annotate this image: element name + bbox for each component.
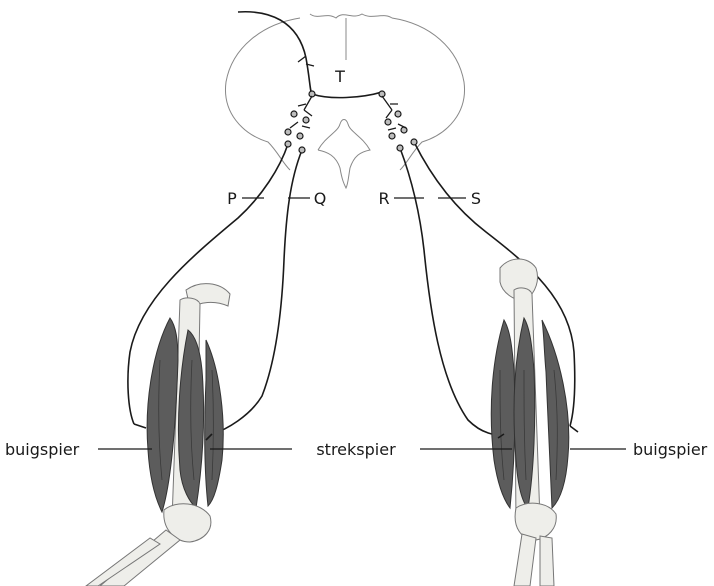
label-t: T (334, 67, 345, 86)
neuron-r (400, 148, 504, 435)
right-arm (491, 259, 569, 586)
label-q: Q (314, 189, 327, 208)
label-s: S (471, 189, 481, 208)
label-p: P (227, 189, 237, 208)
spinal-cord-section (225, 14, 464, 188)
left-arm (86, 284, 230, 586)
labels: T P Q R S buigspier strekspier buigspier (5, 67, 708, 459)
neuron-t (238, 12, 382, 98)
label-flexor-right: buigspier (633, 440, 708, 459)
label-flexor-left: buigspier (5, 440, 80, 459)
synapses (285, 56, 417, 153)
label-r: R (378, 189, 389, 208)
label-extensor: strekspier (316, 440, 396, 459)
